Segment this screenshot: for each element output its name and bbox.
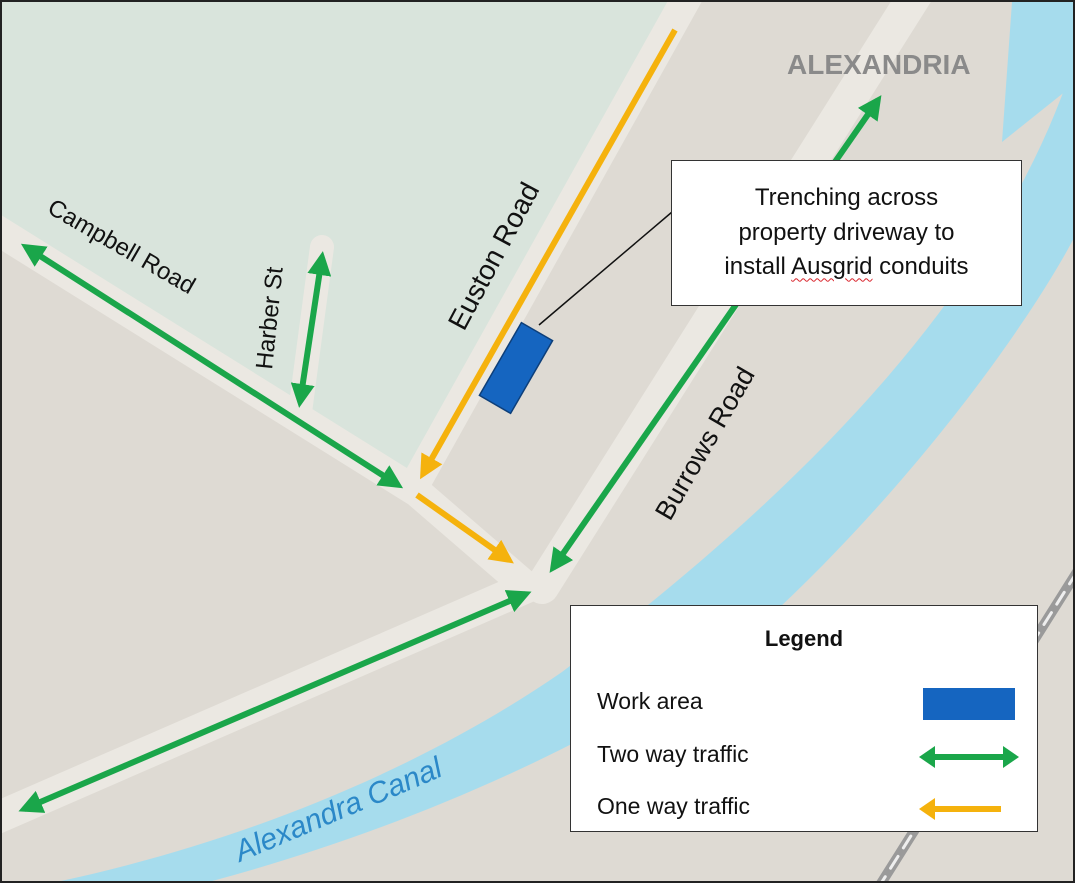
arrow-euston-road-one-way [420, 28, 678, 480]
callout-line-2: property driveway to [738, 218, 955, 246]
work-description-callout: Trenching across property driveway to in… [671, 160, 1022, 306]
arrow-south-road-two-way [18, 590, 532, 813]
callout-line-3-suffix: conduits [872, 253, 969, 281]
legend-item-two-way: Two way traffic [597, 741, 749, 767]
one-way-arrow-icon [919, 798, 1001, 820]
arrow-intersection-one-way [415, 492, 514, 564]
arrow-campbell-road-two-way [20, 243, 404, 489]
callout-line-1: Trenching across [754, 183, 939, 211]
arrow-harber-st-two-way [290, 251, 332, 408]
work-area-marker [478, 321, 554, 415]
traffic-arrows [18, 28, 882, 813]
callout-brand-name: Ausgrid [791, 253, 873, 281]
legend-item-work-area: Work area [597, 688, 703, 714]
callout-line-3-prefix: install [724, 253, 792, 281]
canal-upper-channel [1002, 2, 1073, 142]
legend-work-area-swatch [923, 688, 1015, 720]
park-area [2, 2, 692, 482]
legend-title: Legend [764, 626, 844, 651]
label-suburb: ALEXANDRIA [787, 49, 971, 80]
two-way-arrow-icon [919, 746, 1019, 768]
legend-box: Legend Work area Two way traffic One way… [570, 605, 1038, 832]
legend-item-one-way: One way traffic [597, 793, 750, 819]
callout-line-3: install Ausgrid conduits [724, 250, 968, 285]
